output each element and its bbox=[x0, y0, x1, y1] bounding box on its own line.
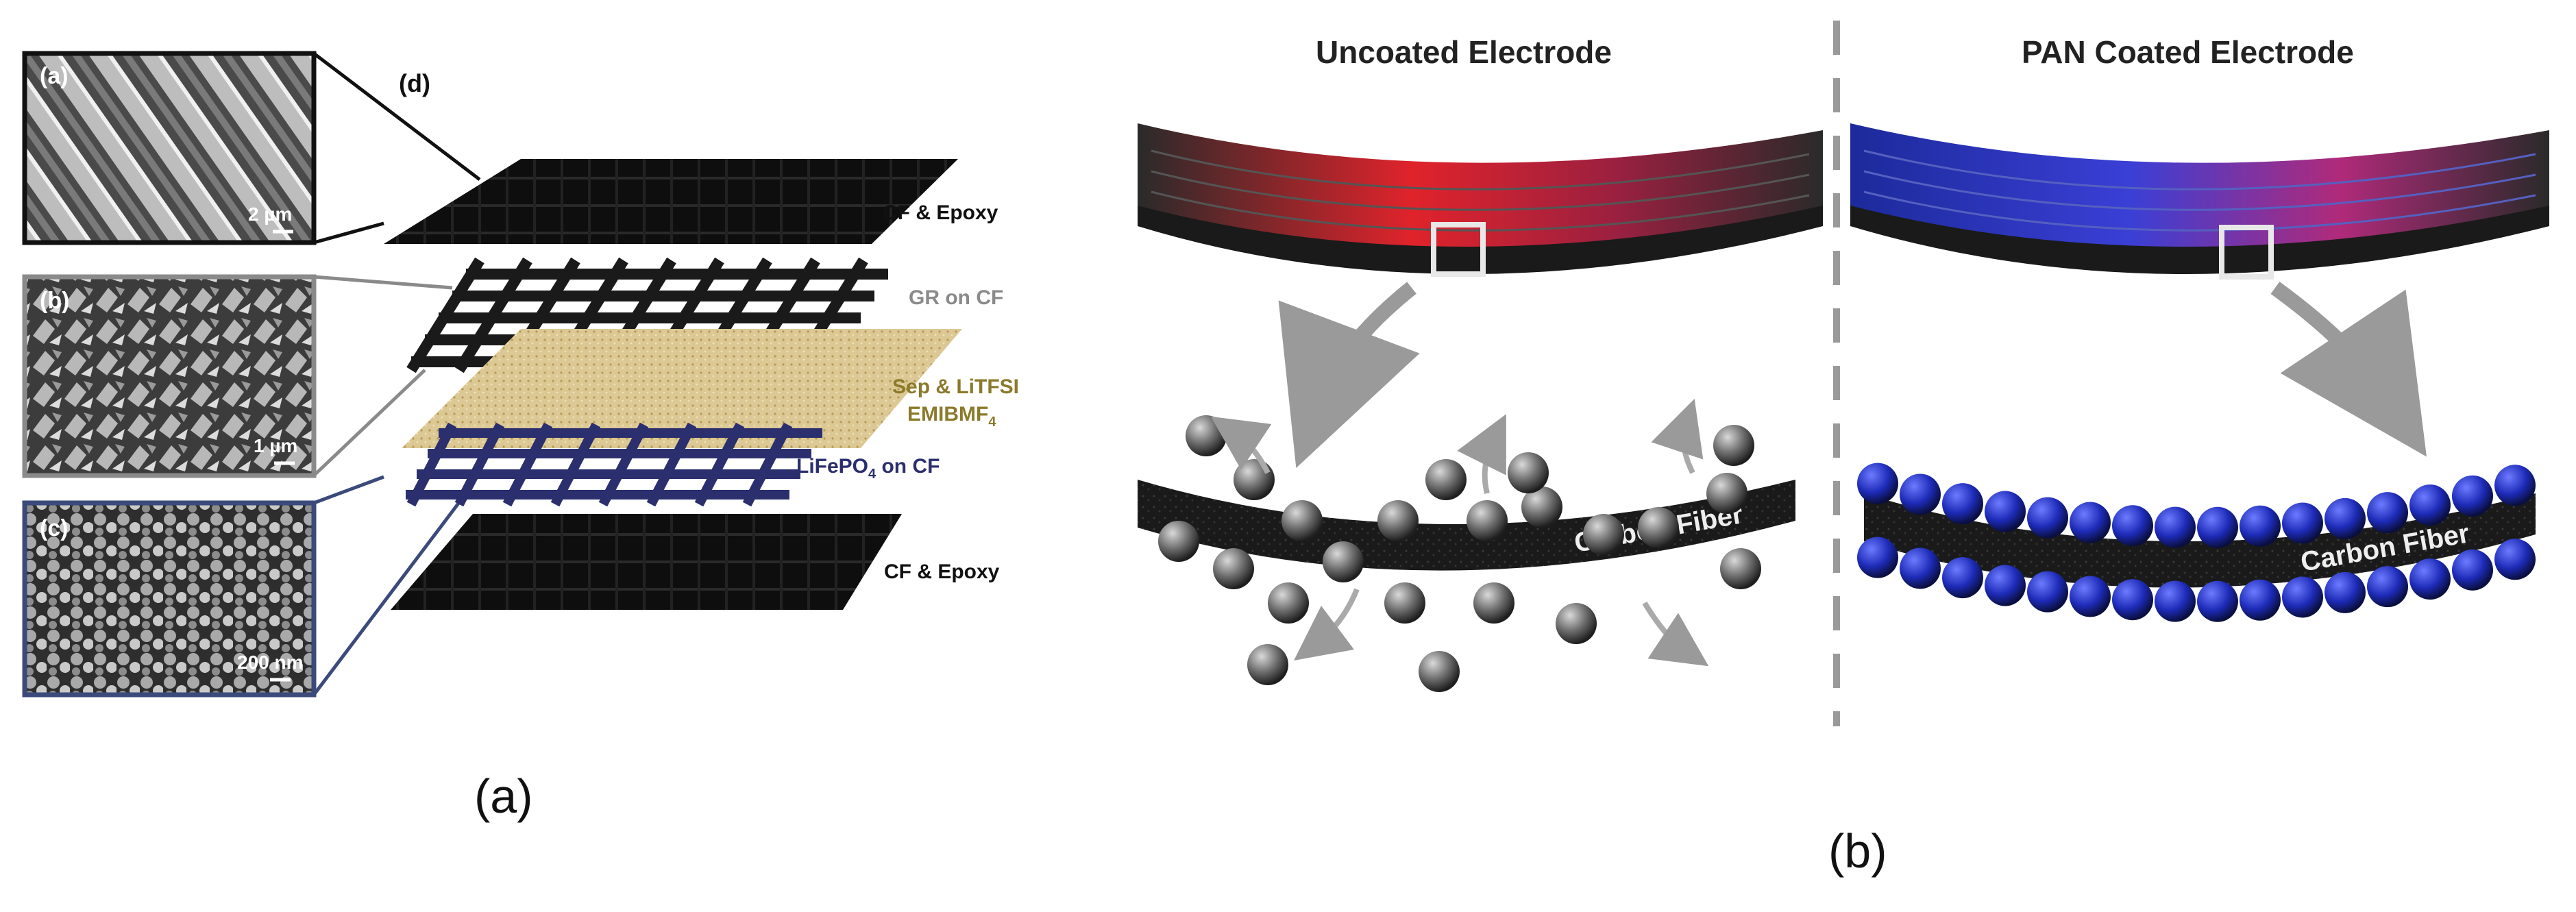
coated-particle-top bbox=[2324, 497, 2366, 539]
coated-particle-top bbox=[2155, 506, 2196, 548]
coated-particle-bottom bbox=[1857, 537, 1898, 578]
coated-particle-bottom bbox=[2282, 576, 2323, 618]
coated-particle-bottom bbox=[2367, 566, 2408, 608]
uncoated-particles bbox=[1158, 415, 1761, 692]
label-separator-line1: Sep & LiTFSI bbox=[892, 375, 1019, 398]
coated-particle-top bbox=[2494, 465, 2536, 506]
label-cf-epoxy-bottom: CF & Epoxy bbox=[884, 560, 1000, 583]
label-separator-line2: EMIBMF4 bbox=[907, 403, 996, 430]
coated-particle-top bbox=[1942, 483, 1983, 525]
uncoated-carbon-fiber bbox=[1138, 480, 1795, 571]
inset-c-scale: 200 nm bbox=[237, 652, 304, 673]
left-panel: (a) 2 µm (b) 1 µm (c) 200 nm (d) bbox=[22, 51, 1019, 823]
label-gr-on-cf: GR on CF bbox=[909, 286, 1003, 309]
uncoated-escape-arrows bbox=[1210, 399, 1709, 667]
inset-a-scale: 2 µm bbox=[248, 204, 292, 225]
inset-b: (b) 1 µm bbox=[22, 274, 317, 478]
coated-particle-bottom bbox=[2409, 558, 2451, 600]
layer-cf-epoxy-top bbox=[384, 159, 958, 244]
coated-particle-top bbox=[2197, 506, 2238, 548]
coated-particle-bottom bbox=[2070, 576, 2111, 617]
coated-zoom-box bbox=[2219, 225, 2274, 280]
coated-particle-bottom bbox=[1985, 565, 2026, 606]
coated-title: PAN Coated Electrode bbox=[2022, 34, 2354, 70]
coated-particle-bottom bbox=[2452, 549, 2493, 591]
inset-c: (c) 200 nm bbox=[22, 500, 317, 698]
coated-particle-top bbox=[2112, 505, 2153, 547]
coated-particle-top bbox=[2240, 505, 2281, 547]
coated-particle-top bbox=[1857, 463, 1898, 504]
coated-particle-bottom bbox=[1942, 557, 1983, 599]
coated-particle-top bbox=[2409, 484, 2451, 526]
coated-particle-top bbox=[2367, 492, 2408, 534]
label-cf-epoxy-top: CF & Epoxy bbox=[883, 201, 998, 224]
coated-particle-top bbox=[1985, 491, 2026, 532]
inset-b-tag: (b) bbox=[40, 288, 69, 314]
layer-cf-epoxy-bottom bbox=[391, 514, 902, 610]
label-lifepo4-on-cf: LiFePO4 on CF bbox=[796, 455, 940, 482]
coated-particle-bottom bbox=[1900, 547, 1941, 589]
inset-a: (a) 2 µm bbox=[22, 51, 317, 245]
caption-b: (b) bbox=[1828, 824, 1887, 878]
uncoated-electrode-stack bbox=[1138, 123, 1823, 277]
inset-c-tag: (c) bbox=[40, 515, 69, 541]
coated-particles bbox=[1857, 463, 2536, 622]
inset-a-sem-image bbox=[22, 51, 317, 245]
coated-particle-top bbox=[2452, 475, 2493, 517]
inset-connectors bbox=[312, 52, 481, 696]
inset-a-tag: (a) bbox=[40, 63, 69, 89]
caption-a: (a) bbox=[474, 769, 533, 823]
inset-c-sem-image bbox=[22, 500, 317, 698]
inset-b-scale: 1 µm bbox=[254, 435, 297, 456]
right-panel: Uncoated Electrode PAN Coated Electrode bbox=[1138, 21, 2549, 878]
stack-tag: (d) bbox=[399, 69, 430, 97]
coated-zoom-arrow bbox=[2270, 282, 2427, 457]
uncoated-fiber-detail: Carbon Fiber bbox=[1138, 399, 1795, 692]
layer-lifepo4-on-cf bbox=[406, 422, 822, 507]
uncoated-title: Uncoated Electrode bbox=[1316, 34, 1612, 70]
coated-particle-bottom bbox=[2494, 539, 2536, 580]
coated-carbon-fiber bbox=[1864, 493, 2536, 588]
uncoated-zoom-arrow bbox=[1278, 282, 1420, 468]
coated-electrode-stack bbox=[1850, 123, 2549, 280]
coated-particle-bottom bbox=[2324, 571, 2366, 613]
coated-particle-top bbox=[2027, 497, 2068, 539]
layer-separator bbox=[402, 329, 962, 448]
inset-b-sem-image bbox=[22, 274, 317, 478]
coated-particle-bottom bbox=[2197, 580, 2238, 622]
coated-particle-top bbox=[2070, 502, 2111, 543]
coated-particle-top bbox=[1900, 473, 1941, 515]
coated-particle-top bbox=[2282, 502, 2323, 544]
coated-particle-bottom bbox=[2112, 579, 2153, 621]
coated-particle-bottom bbox=[2155, 580, 2196, 622]
coated-particle-bottom bbox=[2027, 571, 2068, 613]
uncoated-zoom-box bbox=[1431, 222, 1486, 277]
coated-fiber-detail: Carbon Fiber bbox=[1857, 463, 2536, 622]
coated-particle-bottom bbox=[2240, 579, 2281, 621]
